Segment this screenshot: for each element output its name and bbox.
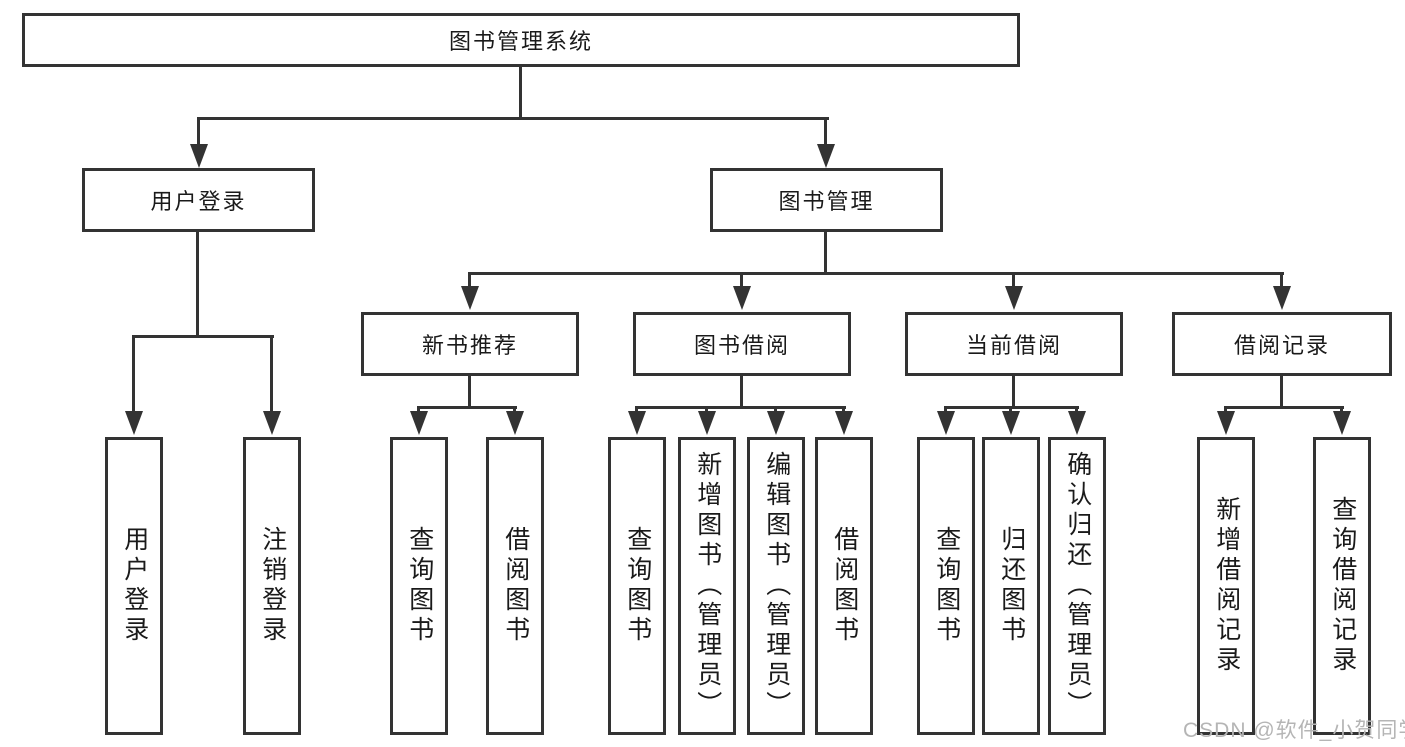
line xyxy=(1280,272,1283,290)
node-edit-book-admin: 编辑图书（管理员） xyxy=(747,437,805,735)
line xyxy=(468,376,471,406)
node-book-management: 图书管理 xyxy=(710,168,943,232)
arrowhead-down-icon xyxy=(698,411,716,435)
line xyxy=(132,335,135,415)
arrowhead-down-icon xyxy=(125,411,143,435)
arrowhead-down-icon xyxy=(817,144,835,168)
arrowhead-down-icon xyxy=(767,411,785,435)
arrowhead-down-icon xyxy=(733,286,751,310)
line xyxy=(1280,376,1283,406)
line xyxy=(197,117,200,148)
node-borrow-books-2: 借阅图书 xyxy=(815,437,873,735)
node-query-books-1: 查询图书 xyxy=(390,437,448,735)
arrowhead-down-icon xyxy=(1002,411,1020,435)
line xyxy=(635,406,846,409)
arrowhead-down-icon xyxy=(461,286,479,310)
arrowhead-down-icon xyxy=(1217,411,1235,435)
line xyxy=(1012,376,1015,406)
arrowhead-down-icon xyxy=(1333,411,1351,435)
line xyxy=(1224,406,1344,409)
line xyxy=(468,272,471,290)
arrowhead-down-icon xyxy=(835,411,853,435)
node-borrowing-records: 借阅记录 xyxy=(1172,312,1392,376)
line xyxy=(740,376,743,406)
line xyxy=(519,67,522,117)
arrowhead-down-icon xyxy=(1273,286,1291,310)
arrowhead-down-icon xyxy=(628,411,646,435)
arrowhead-down-icon xyxy=(506,411,524,435)
node-return-books: 归还图书 xyxy=(982,437,1040,735)
node-query-books-2: 查询图书 xyxy=(608,437,666,735)
node-library-management-system: 图书管理系统 xyxy=(22,13,1020,67)
node-query-books-3: 查询图书 xyxy=(917,437,975,735)
arrowhead-down-icon xyxy=(1005,286,1023,310)
line xyxy=(824,117,827,148)
arrowhead-down-icon xyxy=(190,144,208,168)
node-logout: 注销登录 xyxy=(243,437,301,735)
node-add-borrow-record: 新增借阅记录 xyxy=(1197,437,1255,735)
line xyxy=(270,335,273,415)
node-query-borrow-record: 查询借阅记录 xyxy=(1313,437,1371,735)
line xyxy=(468,272,1284,275)
node-book-borrowing: 图书借阅 xyxy=(633,312,851,376)
node-add-book-admin: 新增图书（管理员） xyxy=(678,437,736,735)
node-new-book-recommendation: 新书推荐 xyxy=(361,312,579,376)
node-confirm-return-admin: 确认归还（管理员） xyxy=(1048,437,1106,735)
line xyxy=(417,406,517,409)
node-borrow-books-1: 借阅图书 xyxy=(486,437,544,735)
node-user-login-leaf: 用户登录 xyxy=(105,437,163,735)
arrowhead-down-icon xyxy=(1068,411,1086,435)
csdn-watermark: CSDN @软件_小贺同学 xyxy=(1183,719,1405,742)
line xyxy=(196,232,199,335)
line xyxy=(197,117,829,120)
line xyxy=(740,272,743,290)
node-current-borrowing: 当前借阅 xyxy=(905,312,1123,376)
line xyxy=(132,335,274,338)
arrowhead-down-icon xyxy=(263,411,281,435)
line xyxy=(824,232,827,272)
arrowhead-down-icon xyxy=(410,411,428,435)
node-user-login: 用户登录 xyxy=(82,168,315,232)
arrowhead-down-icon xyxy=(937,411,955,435)
line xyxy=(1012,272,1015,290)
